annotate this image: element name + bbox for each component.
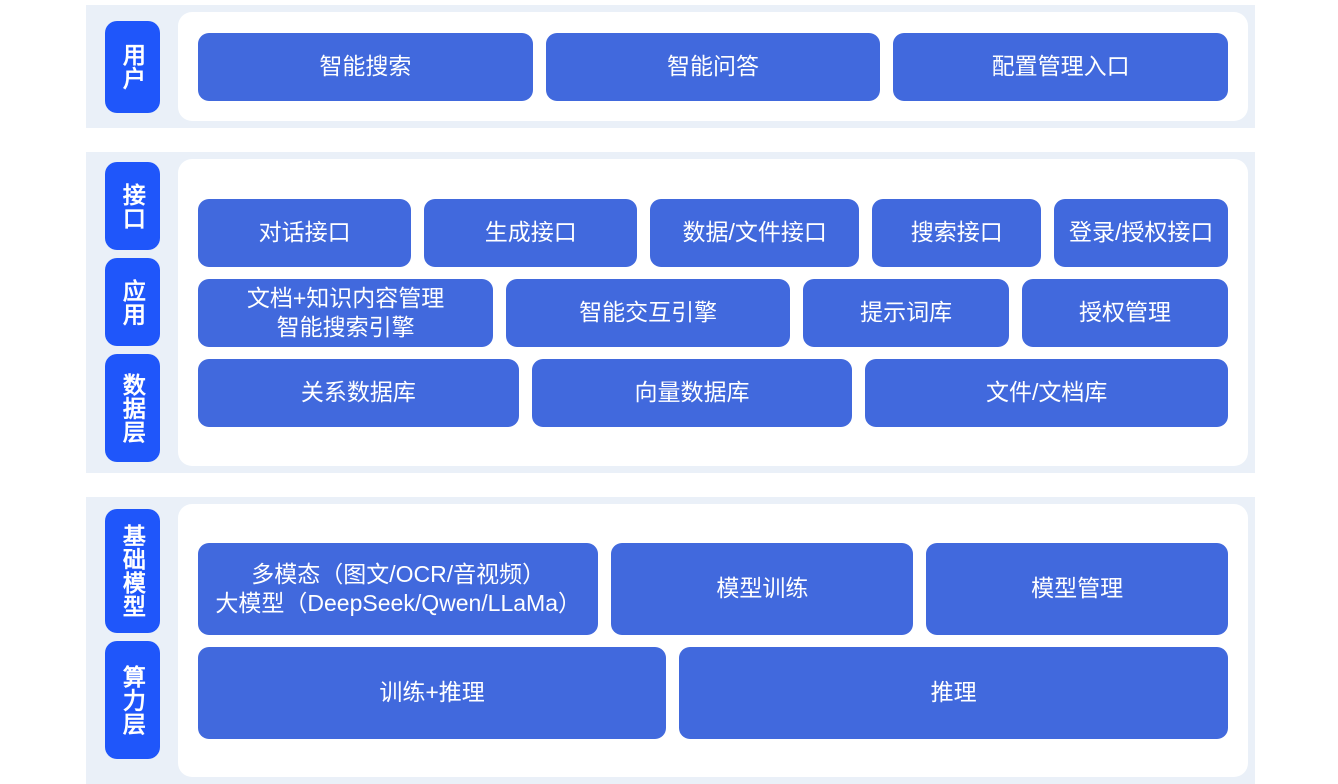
- node-model-management[interactable]: 模型管理: [926, 542, 1229, 635]
- section-user-label-column: 用户: [86, 5, 178, 128]
- side-label-foundation-model: 基础模型: [104, 509, 160, 633]
- section-platform: 接口 应用 数据层 对话接口 生成接口 数据/文件接口 搜索接口 登录/授权接口…: [86, 152, 1255, 473]
- section-user-card: 智能搜索 智能问答 配置管理入口: [178, 12, 1248, 121]
- node-generation-interface[interactable]: 生成接口: [424, 198, 638, 267]
- node-inference[interactable]: 推理: [679, 646, 1228, 739]
- node-login-auth-interface[interactable]: 登录/授权接口: [1054, 198, 1228, 267]
- node-dialog-interface[interactable]: 对话接口: [198, 198, 412, 267]
- node-file-document-store[interactable]: 文件/文档库: [865, 358, 1228, 427]
- node-vector-database[interactable]: 向量数据库: [531, 358, 853, 427]
- node-data-file-interface[interactable]: 数据/文件接口: [650, 198, 860, 267]
- node-smart-qa[interactable]: 智能问答: [545, 32, 881, 101]
- side-label-user: 用户: [104, 20, 160, 113]
- section-infrastructure-label-column: 基础模型 算力层: [86, 497, 178, 784]
- interface-row: 对话接口 生成接口 数据/文件接口 搜索接口 登录/授权接口: [198, 198, 1228, 267]
- compute-row: 训练+推理 推理: [198, 646, 1228, 739]
- node-multimodal-large-model[interactable]: 多模态（图文/OCR/音视频） 大模型（DeepSeek/Qwen/LLaMa）: [198, 542, 599, 635]
- node-authorization-management[interactable]: 授权管理: [1022, 278, 1228, 347]
- section-platform-label-column: 接口 应用 数据层: [86, 152, 178, 473]
- section-platform-card: 对话接口 生成接口 数据/文件接口 搜索接口 登录/授权接口 文档+知识内容管理…: [178, 159, 1248, 466]
- node-training-and-inference[interactable]: 训练+推理: [198, 646, 667, 739]
- node-relational-database[interactable]: 关系数据库: [198, 358, 519, 427]
- node-model-training[interactable]: 模型训练: [611, 542, 914, 635]
- node-document-knowledge-management[interactable]: 文档+知识内容管理 智能搜索引擎: [198, 278, 494, 347]
- node-prompt-library[interactable]: 提示词库: [803, 278, 1010, 347]
- section-infrastructure-card: 多模态（图文/OCR/音视频） 大模型（DeepSeek/Qwen/LLaMa）…: [178, 504, 1248, 777]
- section-user: 用户 智能搜索 智能问答 配置管理入口: [86, 5, 1255, 128]
- foundation-model-row: 多模态（图文/OCR/音视频） 大模型（DeepSeek/Qwen/LLaMa）…: [198, 542, 1229, 635]
- side-label-data-layer: 数据层: [104, 354, 160, 462]
- node-search-interface[interactable]: 搜索接口: [872, 198, 1042, 267]
- application-row: 文档+知识内容管理 智能搜索引擎 智能交互引擎 提示词库 授权管理: [198, 278, 1228, 347]
- node-config-management-entry[interactable]: 配置管理入口: [893, 32, 1229, 101]
- user-row: 智能搜索 智能问答 配置管理入口: [198, 32, 1229, 101]
- side-label-compute-layer: 算力层: [104, 641, 160, 759]
- data-row: 关系数据库 向量数据库 文件/文档库: [198, 358, 1228, 427]
- node-smart-interaction-engine[interactable]: 智能交互引擎: [506, 278, 791, 347]
- node-smart-search[interactable]: 智能搜索: [198, 32, 533, 101]
- side-label-application: 应用: [104, 258, 160, 346]
- side-label-interface: 接口: [104, 162, 160, 250]
- section-infrastructure: 基础模型 算力层 多模态（图文/OCR/音视频） 大模型（DeepSeek/Qw…: [86, 497, 1255, 784]
